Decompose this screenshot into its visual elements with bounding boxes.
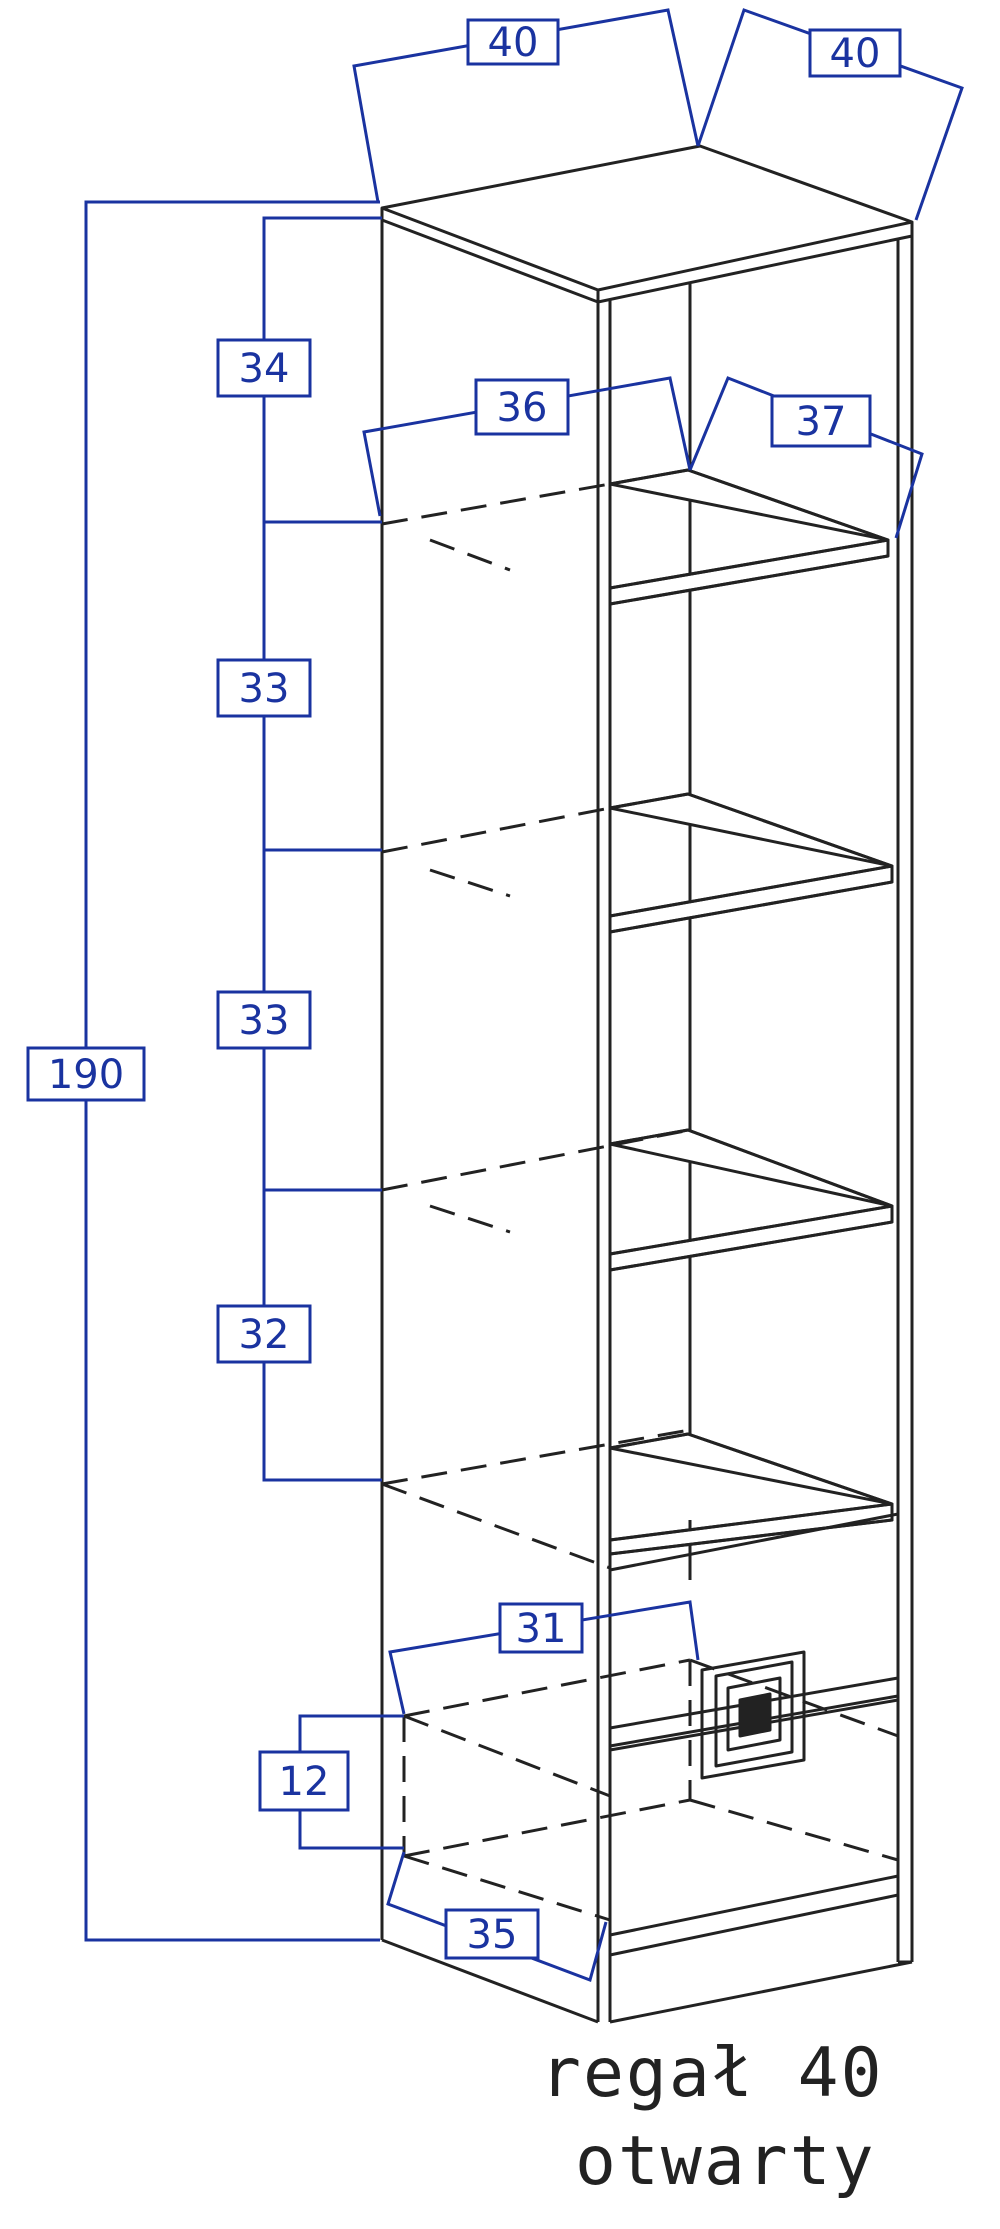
box-top-width xyxy=(466,18,560,66)
box-drawer-depth xyxy=(444,1908,540,1960)
shelf-3 xyxy=(608,1128,894,1272)
hidden-lines xyxy=(381,482,899,1922)
dim-top-width: 40 xyxy=(488,20,539,66)
dim-drawer-width: 31 xyxy=(516,1606,567,1652)
box-comp-3 xyxy=(216,990,312,1050)
dim-total-height: 190 xyxy=(48,1052,124,1098)
drawer xyxy=(608,1512,900,1936)
left-side-front-edge xyxy=(381,1938,599,2024)
box-drawer-width xyxy=(498,1602,584,1654)
dim-compartment-1: 34 xyxy=(239,346,290,392)
box-comp-1 xyxy=(216,338,312,398)
dim-drawer-height: 12 xyxy=(279,1759,330,1805)
dimension-label-boxes xyxy=(26,18,902,1960)
dim-compartment-3: 33 xyxy=(239,998,290,1044)
box-comp-2 xyxy=(216,658,312,718)
dim-compartment-2: 33 xyxy=(239,666,290,712)
dim-drawer-depth: 35 xyxy=(467,1912,518,1958)
box-drawer-height xyxy=(258,1750,350,1812)
box-top-depth xyxy=(808,28,902,78)
shelves xyxy=(608,468,894,1556)
caption-product-name: regał 40 xyxy=(540,2034,884,2113)
caption-variant: otwarty xyxy=(575,2122,876,2201)
box-total-height xyxy=(26,1046,146,1102)
dim-shelf-depth: 37 xyxy=(796,399,847,445)
dimension-labels: 40 40 190 34 33 33 32 36 37 31 12 35 xyxy=(48,20,881,1958)
drawer-handle xyxy=(700,1650,806,1780)
dim-shelf-width: 36 xyxy=(497,385,548,431)
dim-top-depth: 40 xyxy=(830,31,881,77)
box-shelf-depth xyxy=(770,394,872,448)
dim-compartment-4: 32 xyxy=(239,1312,290,1358)
top-board xyxy=(380,144,914,292)
box-shelf-width xyxy=(474,378,570,436)
box-comp-4 xyxy=(216,1304,312,1364)
